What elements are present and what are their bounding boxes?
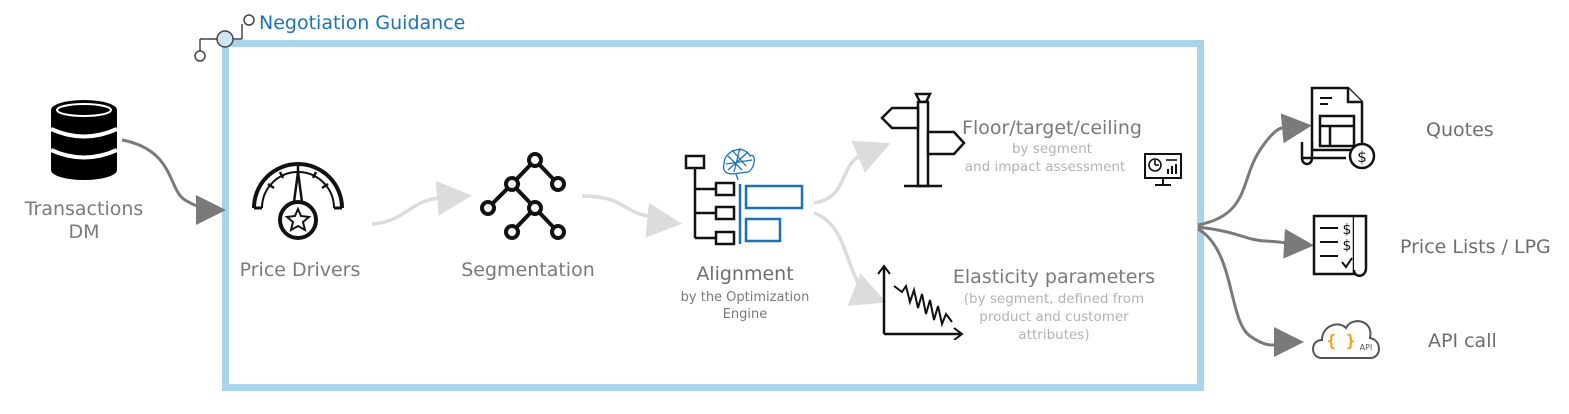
signpost-icon — [880, 92, 966, 188]
step-price-drivers-label: Price Drivers — [239, 259, 361, 281]
result-elasticity-sub-line2: product and customer — [979, 309, 1129, 325]
connector-node-icon — [194, 14, 255, 62]
database-icon — [50, 100, 118, 180]
diagram-title: Negotiation Guidance — [259, 12, 466, 34]
svg-text:$: $ — [1357, 148, 1367, 166]
step-alignment-sub-line2: Engine — [722, 307, 768, 322]
output-api-call-label: API call — [1428, 330, 1497, 352]
api-cloud-icon: { } API — [1312, 320, 1380, 359]
step-segmentation-label: Segmentation — [461, 259, 595, 281]
output-quotes-label: Quotes — [1426, 119, 1494, 141]
step-alignment-sub-line1: by the Optimization — [680, 290, 810, 305]
source-label-line1: Transactions — [24, 198, 144, 220]
result-floor-label: Floor/target/ceiling — [962, 117, 1142, 139]
step-alignment-label: Alignment — [696, 263, 794, 285]
result-elasticity-sub-line1: (by segment, defined from — [963, 291, 1145, 307]
source-label-line2: DM — [68, 221, 100, 243]
brain-hierarchy-icon — [684, 147, 804, 246]
spring-chart-icon — [877, 264, 964, 340]
quote-document-icon: $ — [1300, 86, 1376, 170]
result-elasticity-label: Elasticity parameters — [952, 266, 1156, 288]
output-price-lists-label: Price Lists / LPG — [1400, 236, 1551, 258]
tree-structure-icon — [480, 152, 566, 240]
result-floor-sub-line2: and impact assessment — [964, 159, 1126, 175]
result-elasticity-sub-line3: attributes) — [1018, 327, 1090, 343]
api-icon-text: API — [1360, 343, 1373, 352]
svg-text:$: $ — [1343, 238, 1352, 254]
dashboard-monitor-icon — [1144, 153, 1182, 186]
api-braces: { } — [1327, 331, 1356, 350]
price-list-icon: $ $ — [1312, 214, 1368, 277]
result-floor-sub-line1: by segment — [1011, 141, 1093, 157]
speedometer-star-icon — [252, 162, 344, 240]
svg-text:$: $ — [1343, 222, 1352, 238]
